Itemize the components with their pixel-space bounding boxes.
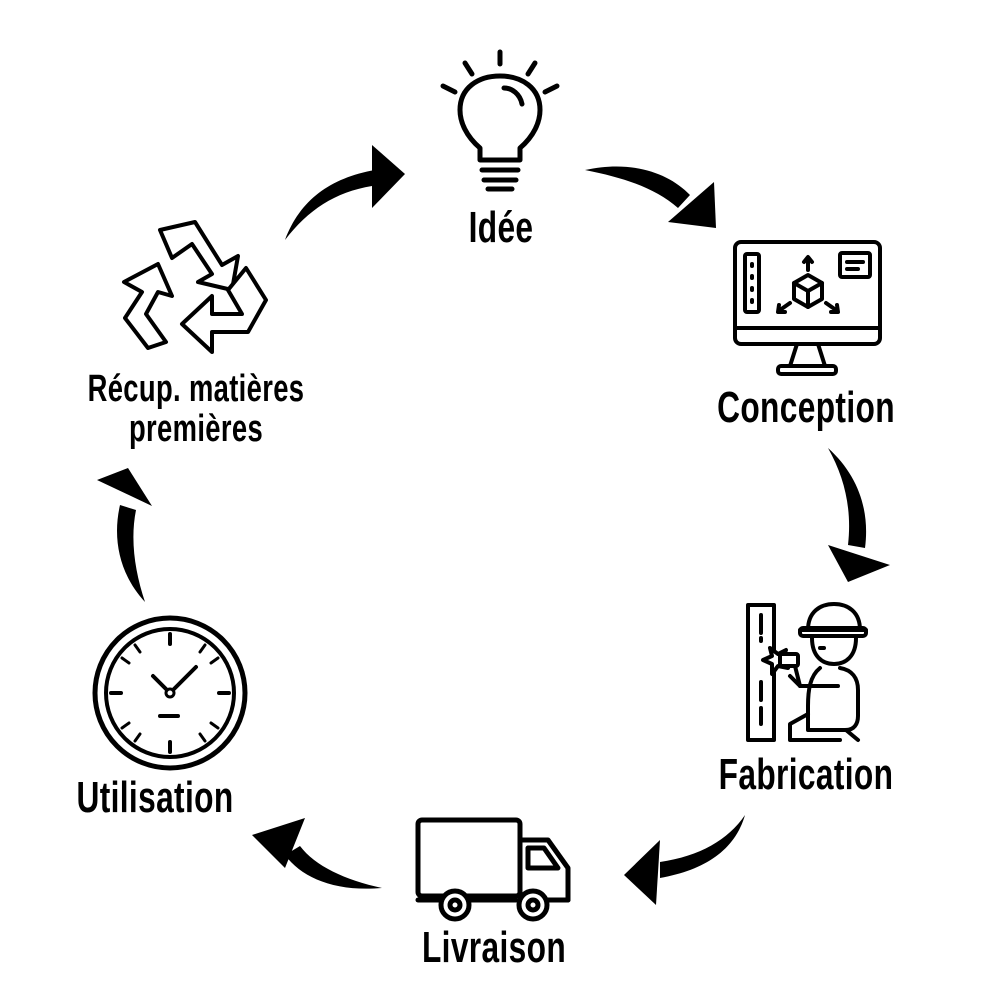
step-label-fabrication: Fabrication (718, 750, 894, 799)
step-label-conception: Conception (717, 383, 895, 432)
arrow-utilisation-to-recup (97, 468, 152, 602)
cycle-arrows (97, 145, 890, 905)
arrow-recup-to-idee (285, 145, 405, 240)
step-label-utilisation: Utilisation (76, 773, 234, 822)
clock-icon (92, 615, 248, 771)
step-label-recup-line1: Récup. matières (87, 368, 305, 410)
step-label-recup: Récup. matières premières (87, 368, 305, 450)
computer-3d-design-icon (733, 240, 882, 376)
arrow-conception-to-fabrication (828, 448, 890, 582)
arrow-idee-to-conception (585, 166, 716, 228)
step-label-livraison: Livraison (421, 923, 567, 972)
arrow-livraison-to-utilisation (252, 818, 382, 889)
construction-worker-icon (746, 602, 868, 742)
lightbulb-icon (440, 49, 560, 192)
arrow-fabrication-to-livraison (624, 815, 745, 905)
delivery-truck-icon (415, 817, 571, 922)
recycle-icon (122, 220, 268, 354)
step-label-recup-line2: premières (128, 407, 264, 450)
step-label-idee: Idée (468, 203, 534, 252)
